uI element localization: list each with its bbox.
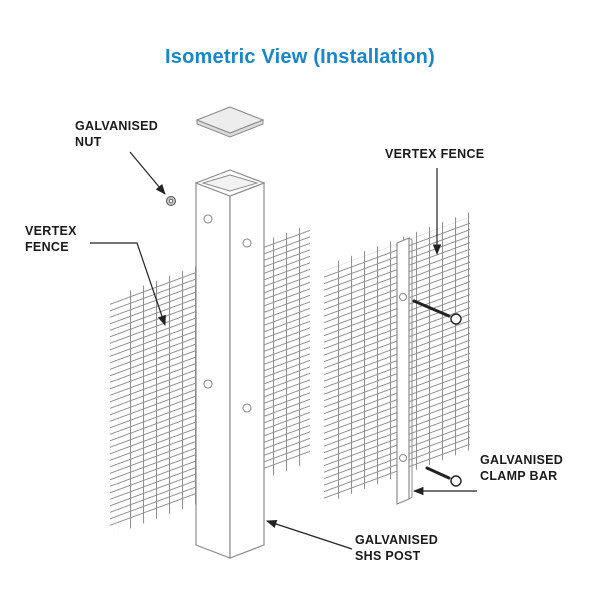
bolt-head (450, 475, 462, 487)
leader-galvanised-nut (129, 151, 166, 195)
leader-vertex-fence-left (90, 242, 166, 326)
bolt-lower (425, 466, 462, 487)
galvanised-nut (166, 196, 176, 206)
post-hole (242, 238, 252, 248)
post-hole (242, 403, 252, 413)
shs-post (194, 169, 266, 559)
clamp-bar-hole (398, 292, 408, 302)
label-galvanised-nut: GALVANISED NUT (75, 119, 159, 149)
label-vertex-fence-left: VERTEX FENCE (25, 224, 77, 254)
post-hole (203, 379, 213, 389)
bolt-upper (412, 299, 462, 325)
label-galvanised-shs-post: GALVANISED SHS POST (355, 533, 439, 563)
post-cap-plate (195, 106, 265, 138)
post-hole (203, 214, 213, 224)
label-vertex-fence-right: VERTEX FENCE (385, 147, 485, 161)
label-galvanised-clamp-bar: GALVANISED CLAMP BAR (480, 453, 564, 483)
clamp-bar-hole (398, 453, 408, 463)
clamp-bar (396, 237, 413, 505)
bolt-head (450, 313, 462, 325)
page-title: Isometric View (Installation) (165, 46, 435, 68)
leader-shs-post (266, 519, 353, 550)
